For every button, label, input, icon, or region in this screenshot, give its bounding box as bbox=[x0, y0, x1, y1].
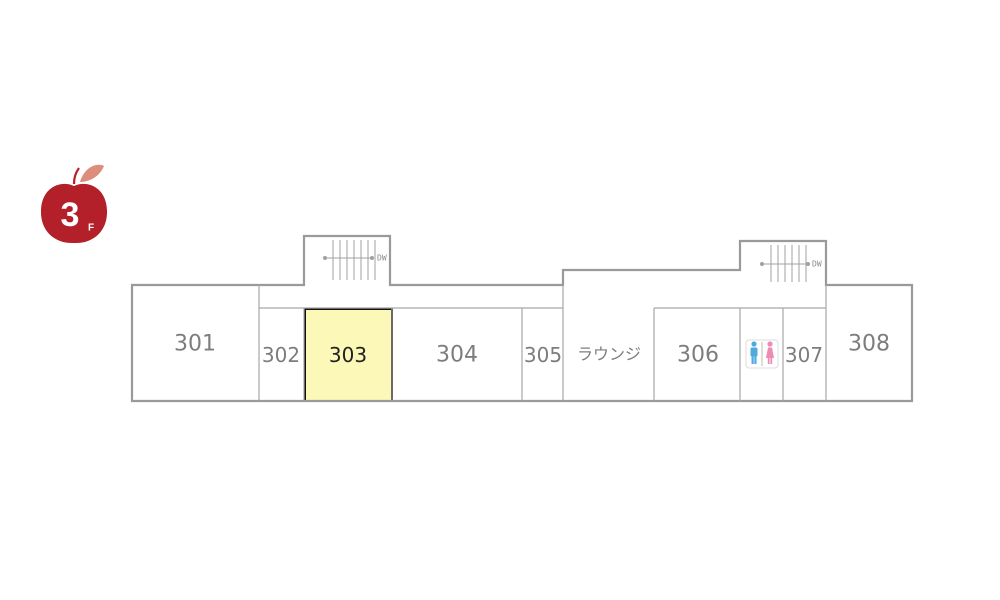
building-outline bbox=[130, 234, 914, 403]
staircase-right: DW bbox=[760, 245, 822, 282]
apple-leaf-icon bbox=[80, 164, 104, 182]
staircase-left: DW bbox=[323, 240, 387, 280]
room-lounge[interactable]: ラウンジ bbox=[577, 345, 641, 364]
floor-number: 3 bbox=[61, 196, 80, 234]
room-305[interactable]: 305 bbox=[524, 343, 562, 367]
room-306[interactable]: 306 bbox=[677, 343, 719, 368]
room-302[interactable]: 302 bbox=[262, 343, 300, 367]
female-icon bbox=[766, 341, 774, 364]
room-303[interactable]: 303 bbox=[329, 343, 367, 367]
stairs-down-label: DW bbox=[812, 260, 822, 269]
room-304[interactable]: 304 bbox=[436, 343, 478, 368]
apple-body-icon bbox=[40, 183, 108, 244]
room-308[interactable]: 308 bbox=[848, 332, 890, 357]
apple-stem-icon bbox=[72, 167, 80, 185]
floor-suffix: F bbox=[88, 223, 94, 234]
stairs-down-label: DW bbox=[377, 254, 387, 263]
room-307[interactable]: 307 bbox=[785, 343, 823, 367]
room-301[interactable]: 301 bbox=[174, 332, 216, 357]
interior-walls bbox=[258, 285, 827, 401]
restroom-icon[interactable] bbox=[745, 339, 779, 369]
floor-badge: 3 F bbox=[40, 164, 108, 244]
male-icon bbox=[750, 341, 758, 364]
